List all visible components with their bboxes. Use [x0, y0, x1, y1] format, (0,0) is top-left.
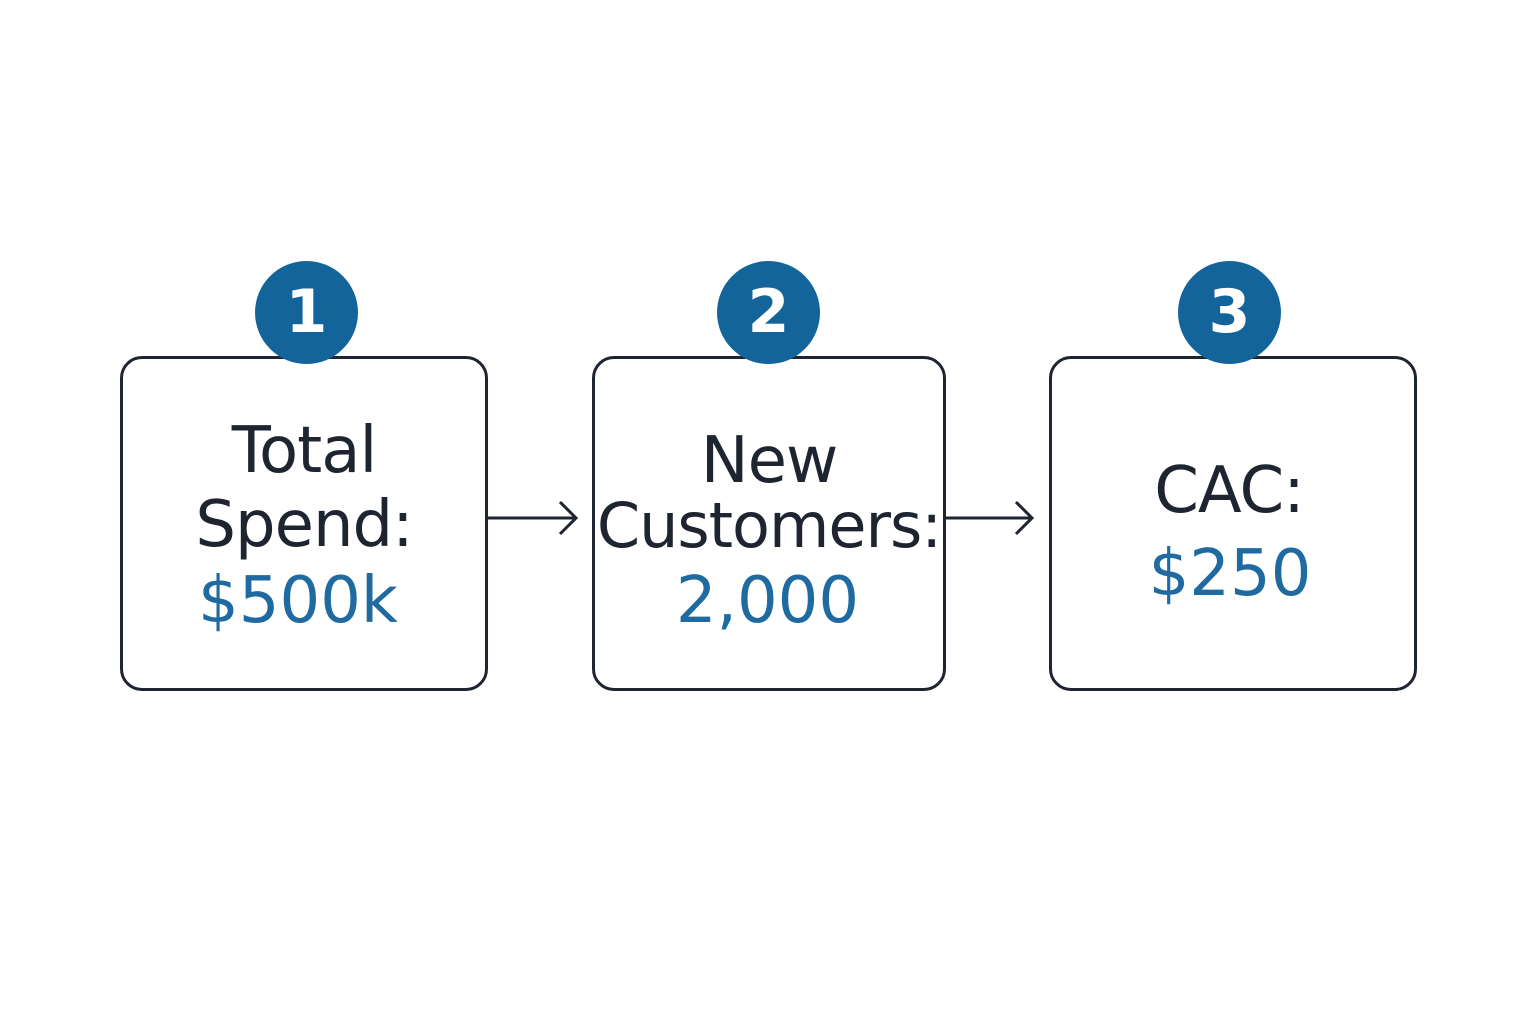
arrow-right-icon: [488, 500, 579, 536]
step-value: $500k: [198, 564, 398, 638]
step-box-cac: CAC: $250: [1049, 356, 1417, 691]
step-number-badge: 2: [717, 261, 820, 364]
step-number-badge: 3: [1178, 261, 1281, 364]
step-number-badge: 1: [255, 261, 358, 364]
step-label-line: New: [700, 424, 839, 498]
step-label-line: Total: [231, 414, 377, 488]
step-box-total-spend: Total Spend: $500k: [120, 356, 488, 691]
step-value: $250: [1148, 537, 1312, 611]
step-label-line: CAC:: [1154, 454, 1305, 528]
step-label-line: Spend:: [195, 488, 413, 562]
step-value: 2,000: [675, 564, 860, 638]
step-box-new-customers: New Customers: 2,000: [592, 356, 946, 691]
arrow-right-icon: [946, 500, 1035, 536]
step-label-line: Customers:: [596, 489, 942, 562]
